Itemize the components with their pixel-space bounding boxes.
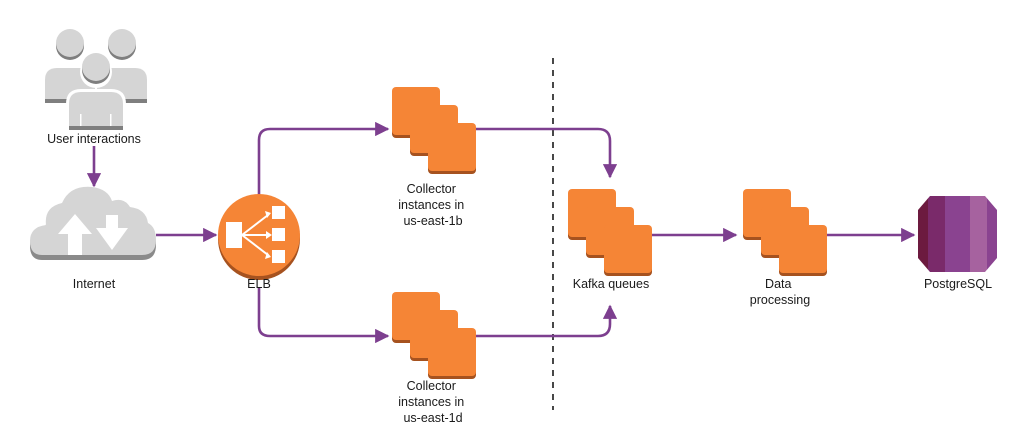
node-elb-label: ELB [247,277,271,291]
node-elb[interactable]: ELB [218,194,300,291]
instances-stack-icon [568,189,652,276]
node-postgres-label: PostgreSQL [924,277,992,291]
cloud-upload-download-icon [30,186,156,260]
node-collector-d[interactable]: Collector instances in us-east-1d [392,292,476,425]
edge-elb-collector-b [257,121,390,195]
edge-elb-collector-d [257,288,390,344]
load-balancer-icon [218,194,300,280]
node-internet-label: Internet [73,277,116,291]
node-collector-d-label: Collector instances in us-east-1d [398,379,468,425]
users-icon [45,29,147,132]
edge-collector-b-kafka [476,127,618,179]
database-icon [918,196,997,272]
instances-stack-icon [392,87,476,174]
edge-collector-d-kafka [476,304,618,338]
instances-stack-icon [743,189,827,276]
node-processing-label: Data processing [750,277,810,307]
node-collector-b-label: Collector instances in us-east-1b [398,182,468,228]
instances-stack-icon [392,292,476,379]
node-users-label: User interactions [47,132,141,146]
node-kafka-label: Kafka queues [573,277,649,291]
node-postgres[interactable]: PostgreSQL [918,196,997,291]
node-processing[interactable]: Data processing [743,189,827,307]
node-internet[interactable]: Internet [30,186,156,291]
node-collector-b[interactable]: Collector instances in us-east-1b [392,87,476,228]
connectors [86,121,916,344]
node-kafka[interactable]: Kafka queues [568,189,652,291]
node-users[interactable]: User interactions [45,29,147,146]
